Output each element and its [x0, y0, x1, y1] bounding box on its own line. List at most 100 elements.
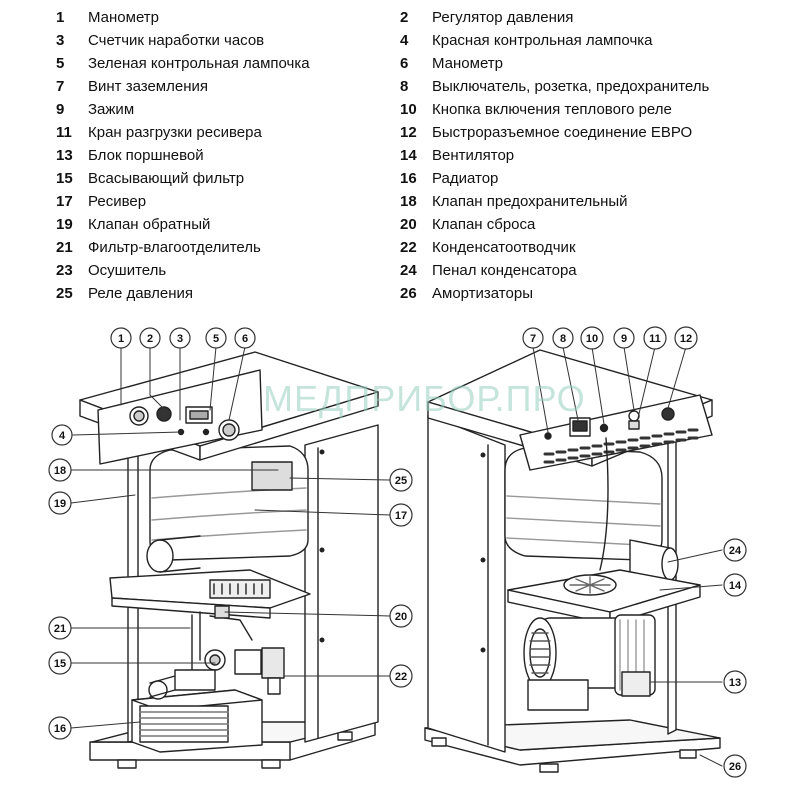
- frame-side-panel: [304, 424, 379, 743]
- callout-6: 6: [234, 327, 256, 349]
- dryer-box: [131, 669, 263, 753]
- callout-19: 19: [48, 491, 72, 515]
- legend-number: 20: [400, 216, 417, 233]
- callout-22: 22: [389, 664, 413, 688]
- canister: [146, 539, 174, 573]
- receiver-tank: [149, 445, 309, 561]
- foot: [117, 759, 137, 769]
- leader-lines: [70, 346, 723, 767]
- callout-1: 1: [110, 327, 132, 349]
- legend-number: 19: [56, 216, 73, 233]
- callout-label: 16: [54, 723, 66, 735]
- hose: [599, 437, 609, 571]
- legend-number: 1: [56, 9, 65, 26]
- piston-block: [523, 614, 656, 711]
- legend-label: Зажим: [88, 101, 135, 118]
- callout-4: 4: [51, 424, 73, 446]
- legend-label: Всасывающий фильтр: [88, 170, 245, 187]
- callouts: 1 2 3 5 6 4 18 19 25 17 21 20 15 22 16 7…: [48, 326, 747, 778]
- callout-24: 24: [723, 538, 747, 562]
- legend-label: Клапан предохранительный: [432, 193, 628, 210]
- legend-label: Фильтр-влагоотделитель: [88, 239, 261, 256]
- rear-view-unit: [424, 349, 721, 773]
- legend-label: Радиатор: [432, 170, 499, 187]
- legend-label: Кран разгрузки ресивера: [88, 124, 262, 141]
- callout-label: 12: [680, 333, 692, 345]
- callout-label: 18: [54, 465, 66, 477]
- legend-number: 11: [56, 124, 72, 141]
- callout-12: 12: [674, 326, 698, 350]
- receiver-tank: [504, 447, 663, 561]
- legend-number: 21: [56, 239, 73, 256]
- legend-number: 12: [400, 124, 417, 141]
- legend-number: 2: [400, 9, 409, 26]
- watermark-text: МЕДПРИБОР.ПРО: [263, 378, 586, 419]
- callout-8: 8: [552, 327, 574, 349]
- legend-number: 3: [56, 32, 65, 49]
- callout-15: 15: [48, 651, 72, 675]
- legend-label: Счетчик наработки часов: [88, 32, 265, 49]
- legend-number: 25: [56, 285, 73, 302]
- foot: [679, 749, 697, 759]
- legend-label: Кнопка включения теплового реле: [432, 101, 672, 118]
- callout-label: 1: [118, 333, 124, 345]
- callout-label: 3: [177, 333, 183, 345]
- legend-number: 24: [400, 262, 417, 279]
- legend-number: 5: [56, 55, 65, 72]
- callout-9: 9: [613, 327, 635, 349]
- legend-number: 18: [400, 193, 417, 210]
- callout-10: 10: [580, 326, 604, 350]
- callout-label: 25: [395, 475, 407, 487]
- legend-number: 10: [400, 101, 417, 118]
- legend-label: Регулятор давления: [432, 9, 574, 26]
- callout-25: 25: [389, 468, 413, 492]
- terminal-block: [209, 579, 271, 599]
- foot: [337, 731, 353, 741]
- callout-17: 17: [389, 503, 413, 527]
- legend-label: Амортизаторы: [432, 285, 533, 302]
- callout-18: 18: [48, 458, 72, 482]
- legend-label: Реле давления: [88, 285, 194, 302]
- front-view-unit: [79, 351, 379, 769]
- legend-number: 14: [400, 147, 417, 164]
- callout-14: 14: [723, 573, 747, 597]
- callout-label: 19: [54, 498, 66, 510]
- legend-number: 8: [400, 78, 409, 95]
- callout-label: 7: [530, 333, 536, 345]
- legend-number: 4: [400, 32, 409, 49]
- legend-label: Блок поршневой: [88, 147, 204, 164]
- callout-2: 2: [139, 327, 161, 349]
- callout-label: 5: [213, 333, 219, 345]
- legend-label: Зеленая контрольная лампочка: [88, 55, 310, 72]
- legend-label: Ресивер: [88, 193, 147, 210]
- legend-label: Красная контрольная лампочка: [432, 32, 653, 49]
- control-panel: [427, 349, 713, 471]
- legend-number: 6: [400, 55, 409, 72]
- legend-number: 16: [400, 170, 417, 187]
- callout-label: 24: [729, 545, 742, 557]
- legend-number: 23: [56, 262, 73, 279]
- callout-label: 21: [54, 623, 66, 635]
- legend-label: Манометр: [432, 55, 504, 72]
- callout-label: 17: [395, 510, 407, 522]
- legend-label: Осушитель: [88, 262, 167, 279]
- callout-label: 15: [54, 658, 66, 670]
- condenser-canister: [629, 539, 679, 581]
- foot: [261, 759, 281, 769]
- legend-number: 7: [56, 78, 65, 95]
- legend-number: 13: [56, 147, 73, 164]
- callout-11: 11: [643, 326, 667, 350]
- filter-block: [204, 647, 285, 695]
- callout-label: 9: [621, 333, 627, 345]
- legend-label: Вентилятор: [432, 147, 515, 164]
- legend-label: Быстроразъемное соединение ЕВРО: [432, 124, 693, 141]
- callout-5: 5: [205, 327, 227, 349]
- callout-label: 14: [729, 580, 742, 592]
- callout-16: 16: [48, 716, 72, 740]
- callout-label: 4: [59, 430, 66, 442]
- legend-label: Клапан обратный: [88, 216, 211, 233]
- callout-7: 7: [522, 327, 544, 349]
- callout-26: 26: [723, 754, 747, 778]
